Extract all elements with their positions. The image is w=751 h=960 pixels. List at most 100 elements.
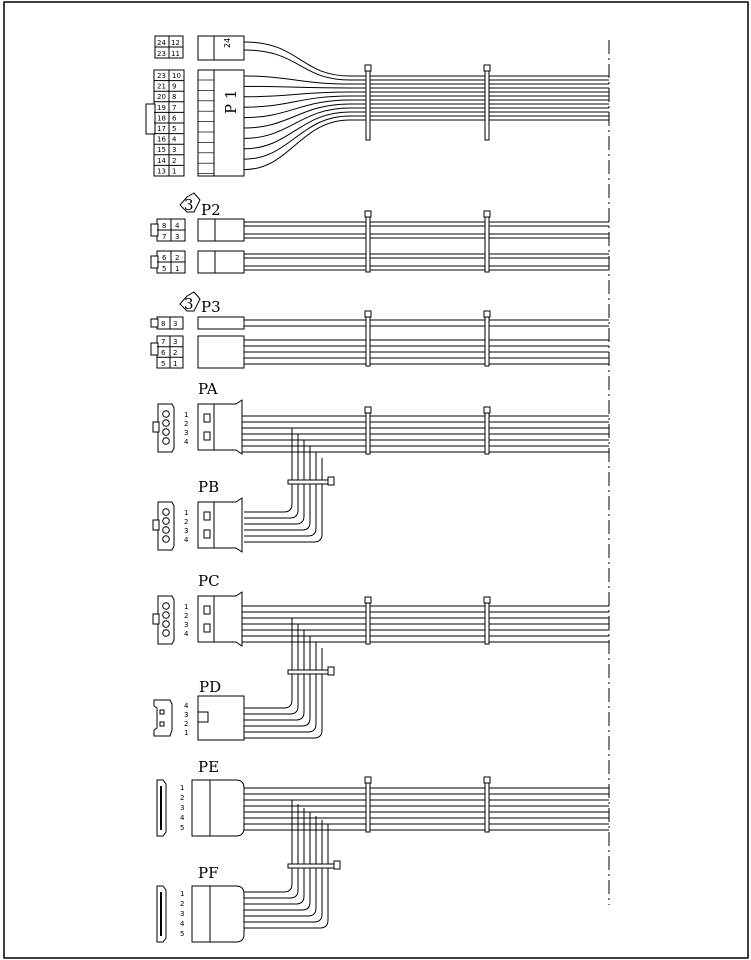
pin-hole — [162, 602, 170, 610]
cable-tie-head — [364, 596, 372, 604]
pa-label: PA — [198, 380, 218, 398]
wire — [244, 446, 311, 531]
wire — [243, 99, 609, 119]
cable-tie-head — [364, 310, 372, 318]
p2-badge: 3 — [184, 196, 194, 214]
wire — [244, 458, 323, 543]
p1-aux-housing — [197, 35, 245, 61]
pin-label: 3 — [180, 910, 184, 918]
pin-label: 4 — [184, 702, 189, 710]
pin-hole — [162, 517, 170, 525]
pin-label: 2 — [180, 900, 184, 908]
pin-label: 1 — [175, 265, 179, 273]
pd-connector: PD 4 3 2 1 — [153, 678, 245, 741]
cable-tie-head — [483, 64, 491, 72]
pin-hole — [162, 629, 170, 637]
wire — [244, 624, 299, 715]
pc-label: PC — [198, 572, 220, 590]
wire-group — [242, 41, 609, 929]
pin-label: 2 — [184, 720, 188, 728]
wire — [243, 41, 609, 77]
p1-label: P 1 — [222, 90, 240, 114]
cable-tie-head — [483, 776, 491, 784]
wire — [244, 648, 323, 739]
wire — [243, 107, 609, 139]
pin-label: 16 — [157, 136, 166, 144]
pe-label: PE — [198, 758, 219, 776]
pin-label: 4 — [184, 536, 189, 544]
cable-tie-head — [327, 476, 335, 486]
p3-label: P3 — [201, 298, 221, 316]
cable-tie-head — [483, 406, 491, 414]
cable-tie-head — [333, 860, 341, 870]
wire — [244, 428, 293, 513]
pin-label: 5 — [162, 265, 166, 273]
pin-label: 7 — [161, 338, 165, 346]
pin-label: 4 — [172, 136, 177, 144]
pin-label: 24 — [157, 39, 166, 47]
cable-tie — [365, 601, 371, 645]
pin-hole — [162, 620, 170, 628]
pin-label: 1 — [184, 729, 188, 737]
pin-label: 1 — [180, 890, 184, 898]
wire — [243, 111, 609, 150]
pin-hole — [162, 526, 170, 534]
cable-tie-head — [483, 310, 491, 318]
p1-main-housing — [197, 69, 245, 177]
pa-housing — [197, 399, 243, 455]
p3-badge: 3 — [184, 295, 194, 313]
pin-label: 8 — [161, 320, 165, 328]
pin-hole — [162, 428, 170, 436]
wire — [244, 618, 293, 709]
wire — [244, 434, 299, 519]
pin-label: 5 — [180, 930, 184, 938]
cable-tie — [484, 215, 490, 273]
cable-tie — [365, 781, 371, 833]
p2-label: P2 — [201, 201, 221, 219]
pin-label: 19 — [157, 104, 166, 112]
wire — [244, 642, 317, 733]
pin-label: 3 — [173, 320, 177, 328]
cable-tie — [365, 69, 371, 141]
latch — [203, 413, 211, 423]
pin-label: 2 — [175, 254, 179, 262]
wire — [243, 85, 609, 89]
pin-label: 12 — [171, 39, 180, 47]
pin-label: 7 — [162, 233, 166, 241]
wire — [244, 452, 317, 537]
pin-label: 15 — [157, 146, 166, 154]
frame — [3, 1, 749, 959]
cable-tie — [365, 411, 371, 455]
cable-tie — [287, 669, 333, 675]
cable-tie — [365, 315, 371, 367]
pin-label: 8 — [162, 222, 166, 230]
pin-label: 4 — [180, 814, 185, 822]
cable-tie-group — [287, 64, 491, 870]
pe-housing — [191, 779, 245, 837]
pin-label: 4 — [184, 438, 189, 446]
wire — [243, 75, 609, 85]
pd-label: PD — [199, 678, 221, 696]
pin-label: 1 — [184, 603, 188, 611]
pin-label: 2 — [184, 420, 188, 428]
wire — [244, 804, 299, 899]
cable-tie — [484, 601, 490, 645]
wire — [243, 103, 609, 129]
pin-label: 1 — [172, 167, 176, 175]
pin-label: 3 — [175, 233, 179, 241]
pc-face — [157, 595, 175, 645]
cable-tie — [287, 479, 333, 485]
p2-connector: 3 P2 8 4 7 3 6 2 5 1 — [150, 192, 245, 274]
pin-label: 8 — [172, 93, 176, 101]
pd-housing — [197, 695, 245, 741]
pin-label: 9 — [172, 83, 176, 91]
p3-connector: 3 P3 8 3 7 3 6 2 5 1 — [150, 291, 245, 369]
pin-hole — [162, 410, 170, 418]
pin-label: 2 — [173, 349, 177, 357]
pf-housing — [191, 885, 245, 943]
pc-face-key — [152, 613, 160, 625]
pb-label: PB — [198, 478, 219, 496]
wire — [244, 824, 329, 929]
